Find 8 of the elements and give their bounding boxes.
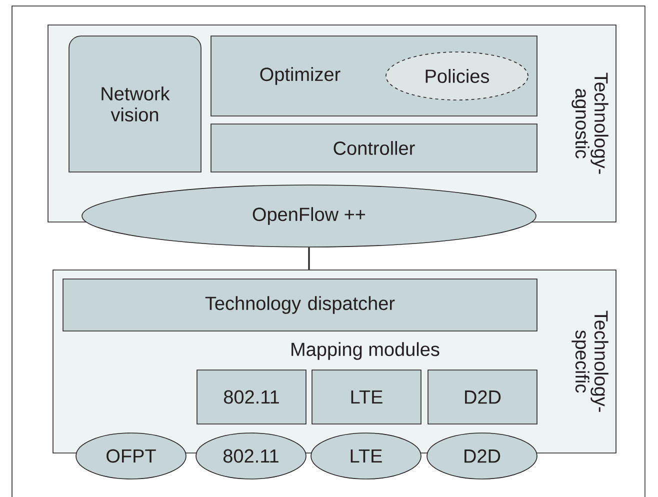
module-box: Network vision <box>68 36 202 172</box>
module-box: Technology dispatcher <box>62 278 538 332</box>
module-box: 802.11 <box>196 370 306 424</box>
module-box: D2D <box>428 370 538 424</box>
module-box: LTE <box>312 370 422 424</box>
group-heading: Mapping modules <box>292 342 440 360</box>
module-box: Controller <box>210 124 538 172</box>
connector-line <box>308 247 310 270</box>
